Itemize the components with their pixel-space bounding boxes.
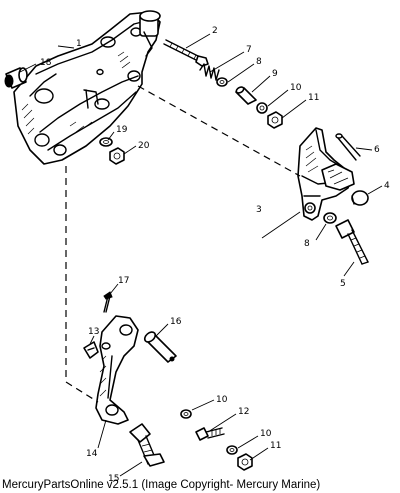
- assembly-line-upper: [137, 85, 301, 177]
- part-8-washer-middle: [323, 212, 337, 224]
- callout-9: 9: [272, 69, 278, 79]
- assembly-line-lower: [65, 166, 99, 403]
- callout-2: 2: [212, 26, 218, 36]
- callout-3: 3: [256, 205, 262, 215]
- callout-17: 17: [118, 276, 129, 286]
- part-7-spring: [199, 63, 220, 81]
- part-11-nut-lower: [237, 453, 253, 471]
- callout-labels: 1 2 3 4 5 6 7 8 8 9 10 10 10 11 11 12 13…: [40, 26, 390, 484]
- part-6-cotter-pin: [335, 133, 361, 161]
- callout-1: 1: [76, 39, 82, 49]
- callout-18: 18: [40, 58, 52, 68]
- image-credit: MercuryPartsOnline v2.5.1 (Image Copyrig…: [2, 479, 321, 491]
- callout-10-upper: 10: [290, 83, 302, 93]
- part-20-nut: [109, 147, 125, 165]
- part-15-shoulder-bolt: [129, 423, 165, 467]
- callout-8-middle: 8: [304, 239, 310, 249]
- part-5-bolt: [335, 219, 369, 265]
- assembly-dashed-lines: [65, 85, 301, 403]
- part-10-washer-lower-a: [180, 409, 192, 419]
- callout-12: 12: [238, 407, 249, 417]
- part-11-nut-upper: [267, 111, 283, 129]
- part-3-lever-assembly: [297, 127, 355, 221]
- part-19-washer: [99, 137, 113, 147]
- callout-19: 19: [116, 125, 128, 135]
- callout-16: 16: [170, 317, 182, 327]
- part-8-washer-upper: [216, 77, 228, 87]
- callout-13: 13: [88, 327, 99, 337]
- callout-6: 6: [374, 145, 380, 155]
- callout-10-lower-b: 10: [260, 429, 272, 439]
- callout-11-lower: 11: [270, 441, 281, 451]
- callout-8-upper: 8: [256, 57, 262, 67]
- part-12-stud: [195, 427, 225, 441]
- part-2-bolt: [163, 39, 209, 67]
- part-16-clevis-pin: [143, 331, 177, 363]
- callout-7: 7: [246, 45, 252, 55]
- callout-4: 4: [384, 181, 390, 191]
- callout-10-lower-a: 10: [216, 395, 228, 405]
- part-10-washer-lower-b: [226, 445, 238, 455]
- part-1-bracket-plate: [13, 10, 161, 165]
- part-9-pin: [235, 86, 257, 105]
- part-13-clip: [83, 341, 99, 359]
- callout-20: 20: [138, 141, 150, 151]
- part-14-link-bracket: [95, 315, 139, 425]
- callout-15: 15: [108, 474, 119, 484]
- part-4-cap: [351, 190, 369, 206]
- part-10-washer-upper: [256, 102, 268, 114]
- callout-14: 14: [86, 449, 98, 459]
- callout-11-upper: 11: [308, 93, 319, 103]
- leader-lines: [19, 33, 383, 477]
- part-17-pin: [103, 291, 113, 313]
- callout-5: 5: [340, 279, 346, 289]
